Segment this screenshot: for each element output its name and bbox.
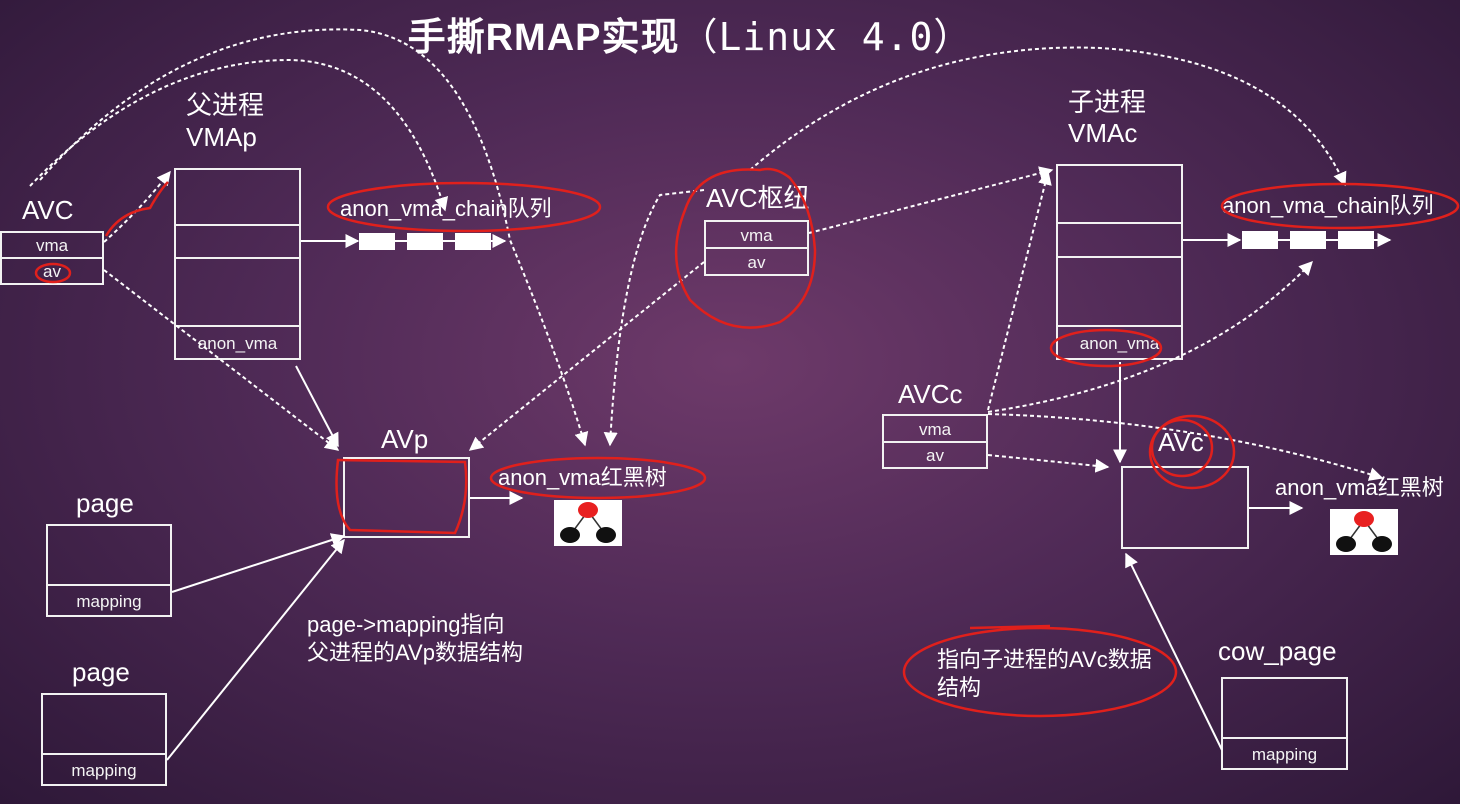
avc-to-chain-arrow [29,58,449,212]
cow-page-mapping-field: mapping [1221,737,1348,770]
circle-child-anon-vma [1049,328,1163,368]
page1-to-avp-arrow [171,533,346,593]
parent-chain-queue [301,233,507,250]
avc-av-field: av [0,257,104,285]
page-2-label: page [72,657,130,687]
cowpage-to-avc-arrow [1125,552,1223,751]
circle-child-chain [1220,182,1460,230]
avp-box [343,457,470,538]
vmap-anon-vma-field: anon_vma [174,325,301,360]
red-annotations [34,167,1460,718]
avc-hub-label: AVC枢纽 [706,183,810,213]
cow-page-label: cow_page [1218,636,1337,666]
avc-av-to-avp-arrow [103,269,340,451]
child-chain-queue [1183,231,1392,249]
circle-parent-rbtree [489,456,707,500]
vmac-anon-vma-field: anon_vma [1056,325,1183,360]
vmap-row [174,224,301,259]
avc-label: AVC [22,195,74,225]
avc-to-rbtree-arrow [39,28,589,447]
hub-av-field: av [704,247,809,276]
vmap-to-avp-arrow [295,365,339,448]
page2-to-avp-arrow [166,538,345,761]
child-rbtree-label: anon_vma红黑树 [1275,475,1444,500]
hub-vma-to-vmac-arrow [808,166,1054,234]
avcc-av-to-avc-arrow [987,454,1110,473]
page-1-mapping-field: mapping [46,584,172,617]
hub-to-child-chain-arrow [749,46,1347,187]
circle-avc-child [1148,414,1236,490]
vmac-label: VMAc [1068,118,1138,148]
child-process-label: 子进程 [1068,87,1147,117]
child-chain-label: anon_vma_chain队列 [1222,193,1434,218]
avcc-label: AVCc [898,379,963,409]
avc-child-box [1121,466,1249,549]
parent-rbtree-label: anon_vma红黑树 [498,465,667,490]
page-1-label: page [76,488,134,518]
parent-rbtree-icon [554,500,622,546]
parent-mapping-note-line1: page->mapping指向 [307,612,505,637]
vmap-label: VMAp [186,122,257,152]
circle-parent-chain [326,181,602,233]
vmac-row [1056,222,1183,258]
page-title: 手撕RMAP实现（Linux 4.0） [0,6,1380,61]
title-version: （Linux 4.0） [679,15,973,59]
circle-child-note [902,626,1178,718]
circle-hub [674,167,817,329]
title-main: 手撕RMAP实现 [407,17,680,59]
avcc-to-child-rbtree-arrow [987,413,1384,481]
hub-av-to-avp-arrow [468,261,705,451]
parent-process-label: 父进程 [186,90,265,120]
child-rbtree-icon [1330,509,1398,555]
child-av-note-line1: 指向子进程的AVc数据 [937,647,1152,672]
hub-to-parent-rbtree-arrow [603,189,705,447]
avc-child-label: AVc [1158,427,1204,457]
avcc-av-field: av [882,441,988,469]
avcc-vma-to-vmac-arrow [987,170,1052,411]
parent-mapping-note-line2: 父进程的AVp数据结构 [307,640,523,665]
child-av-note-line2: 结构 [937,675,982,700]
page-2-mapping-field: mapping [41,753,167,786]
avp-label: AVp [381,424,429,454]
avc-vma-to-vmap-arrow [103,170,171,243]
